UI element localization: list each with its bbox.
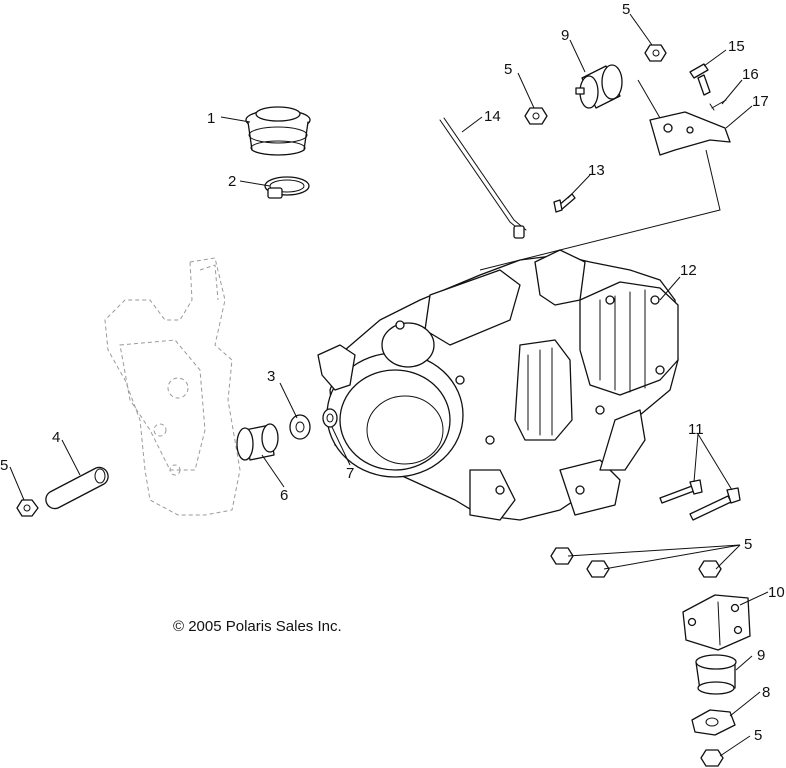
engine-assembly <box>317 249 679 521</box>
callout-5-left: 5 <box>0 457 8 474</box>
callout-7: 7 <box>346 465 354 482</box>
bolt-11-a-part <box>659 479 703 504</box>
nut-5-bottom-part <box>700 749 724 767</box>
callout-9-top: 9 <box>561 27 569 44</box>
mount-9-bottom-part <box>695 654 737 695</box>
callout-6: 6 <box>280 487 288 504</box>
callout-5-top: 5 <box>504 61 512 78</box>
callout-17: 17 <box>752 93 769 110</box>
plate-8-part <box>691 709 736 736</box>
callout-10: 10 <box>768 584 785 601</box>
callout-13: 13 <box>588 162 605 179</box>
intake-boot-part <box>245 106 311 156</box>
callout-1: 1 <box>207 110 215 127</box>
bracket-10-part <box>682 594 751 651</box>
callout-15: 15 <box>728 38 745 55</box>
callout-8: 8 <box>762 684 770 701</box>
callout-5-bottom: 5 <box>754 727 762 744</box>
bolt-13-part <box>553 193 576 213</box>
tube-14-part <box>439 117 527 239</box>
frame-section <box>104 257 241 516</box>
bracket-17-part <box>649 111 731 156</box>
callout-14: 14 <box>484 108 501 125</box>
hose-clamp-part <box>264 176 310 199</box>
mount-9-top-part <box>575 64 623 109</box>
nut-5-mid-b-part <box>586 560 610 578</box>
callout-4: 4 <box>52 429 60 446</box>
nut-5-mid-a-part <box>550 547 574 565</box>
callout-leaders <box>9 13 769 757</box>
callout-9-bottom: 9 <box>757 647 765 664</box>
callout-5-mid: 5 <box>744 536 752 553</box>
callout-2: 2 <box>228 173 236 190</box>
bolt-11-b-part <box>689 487 741 521</box>
washer-3-part <box>289 414 311 440</box>
bolt-15-part <box>689 63 711 96</box>
callout-5-topright: 5 <box>622 1 630 18</box>
mount-6-part <box>236 423 279 461</box>
callout-3: 3 <box>267 368 275 385</box>
callout-12: 12 <box>680 262 697 279</box>
callout-labels: 1 2 3 4 5 5 5 5 5 6 7 8 9 9 10 11 12 13 … <box>0 1 785 744</box>
nut-5-left-part <box>16 499 39 517</box>
washer-7-part <box>322 408 338 428</box>
copyright-notice: © 2005 Polaris Sales Inc. <box>173 618 342 635</box>
assembly-lines <box>479 79 721 271</box>
spacer-4-part <box>45 466 109 510</box>
nut-5-top-part <box>524 107 548 125</box>
nut-5-topright-part <box>644 44 667 62</box>
nut-5-mid-c-part <box>698 560 722 578</box>
callout-16: 16 <box>742 66 759 83</box>
callout-11: 11 <box>688 421 704 438</box>
